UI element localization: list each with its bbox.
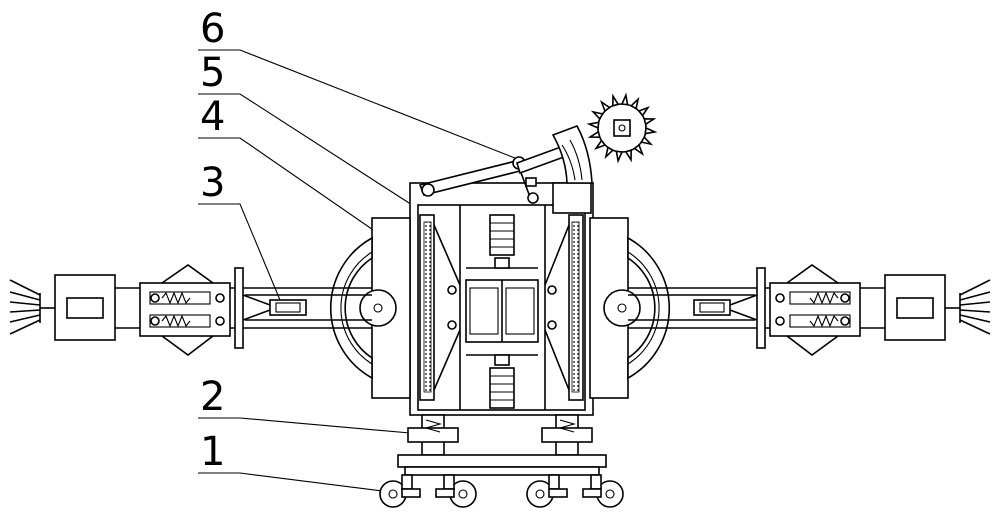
saw-tooth	[626, 150, 631, 160]
central-body	[410, 183, 593, 415]
callout-label-5: 5	[200, 50, 225, 96]
saw-blade-icon	[589, 95, 655, 161]
leader-line-1	[198, 473, 390, 492]
saw-tooth	[644, 119, 654, 124]
callout-label-6: 6	[200, 6, 225, 52]
saw-tooth	[590, 132, 600, 137]
callout-label-3: 3	[200, 160, 225, 206]
leader-line-2	[198, 418, 410, 433]
leader-line-6	[198, 50, 520, 160]
callout-label-2: 2	[200, 374, 225, 420]
saw-tooth	[613, 96, 618, 106]
saw-tooth	[645, 128, 655, 134]
leader-line-4	[198, 138, 395, 245]
saw-tooth	[641, 137, 650, 144]
callout-label-4: 4	[200, 94, 225, 140]
left-brush-icon	[10, 280, 40, 334]
leader-line-5	[198, 94, 423, 212]
right-arm	[590, 218, 990, 398]
undercarriage	[380, 415, 623, 507]
saw-tooth	[593, 112, 602, 119]
saw-tooth	[616, 151, 622, 161]
saw-tooth	[631, 99, 638, 108]
saw-tooth	[622, 95, 628, 105]
left-arm	[10, 218, 410, 398]
callout-label-1: 1	[200, 429, 225, 475]
right-brush-icon	[960, 280, 990, 334]
saw-tooth	[589, 122, 599, 128]
saw-tooth	[606, 147, 613, 156]
